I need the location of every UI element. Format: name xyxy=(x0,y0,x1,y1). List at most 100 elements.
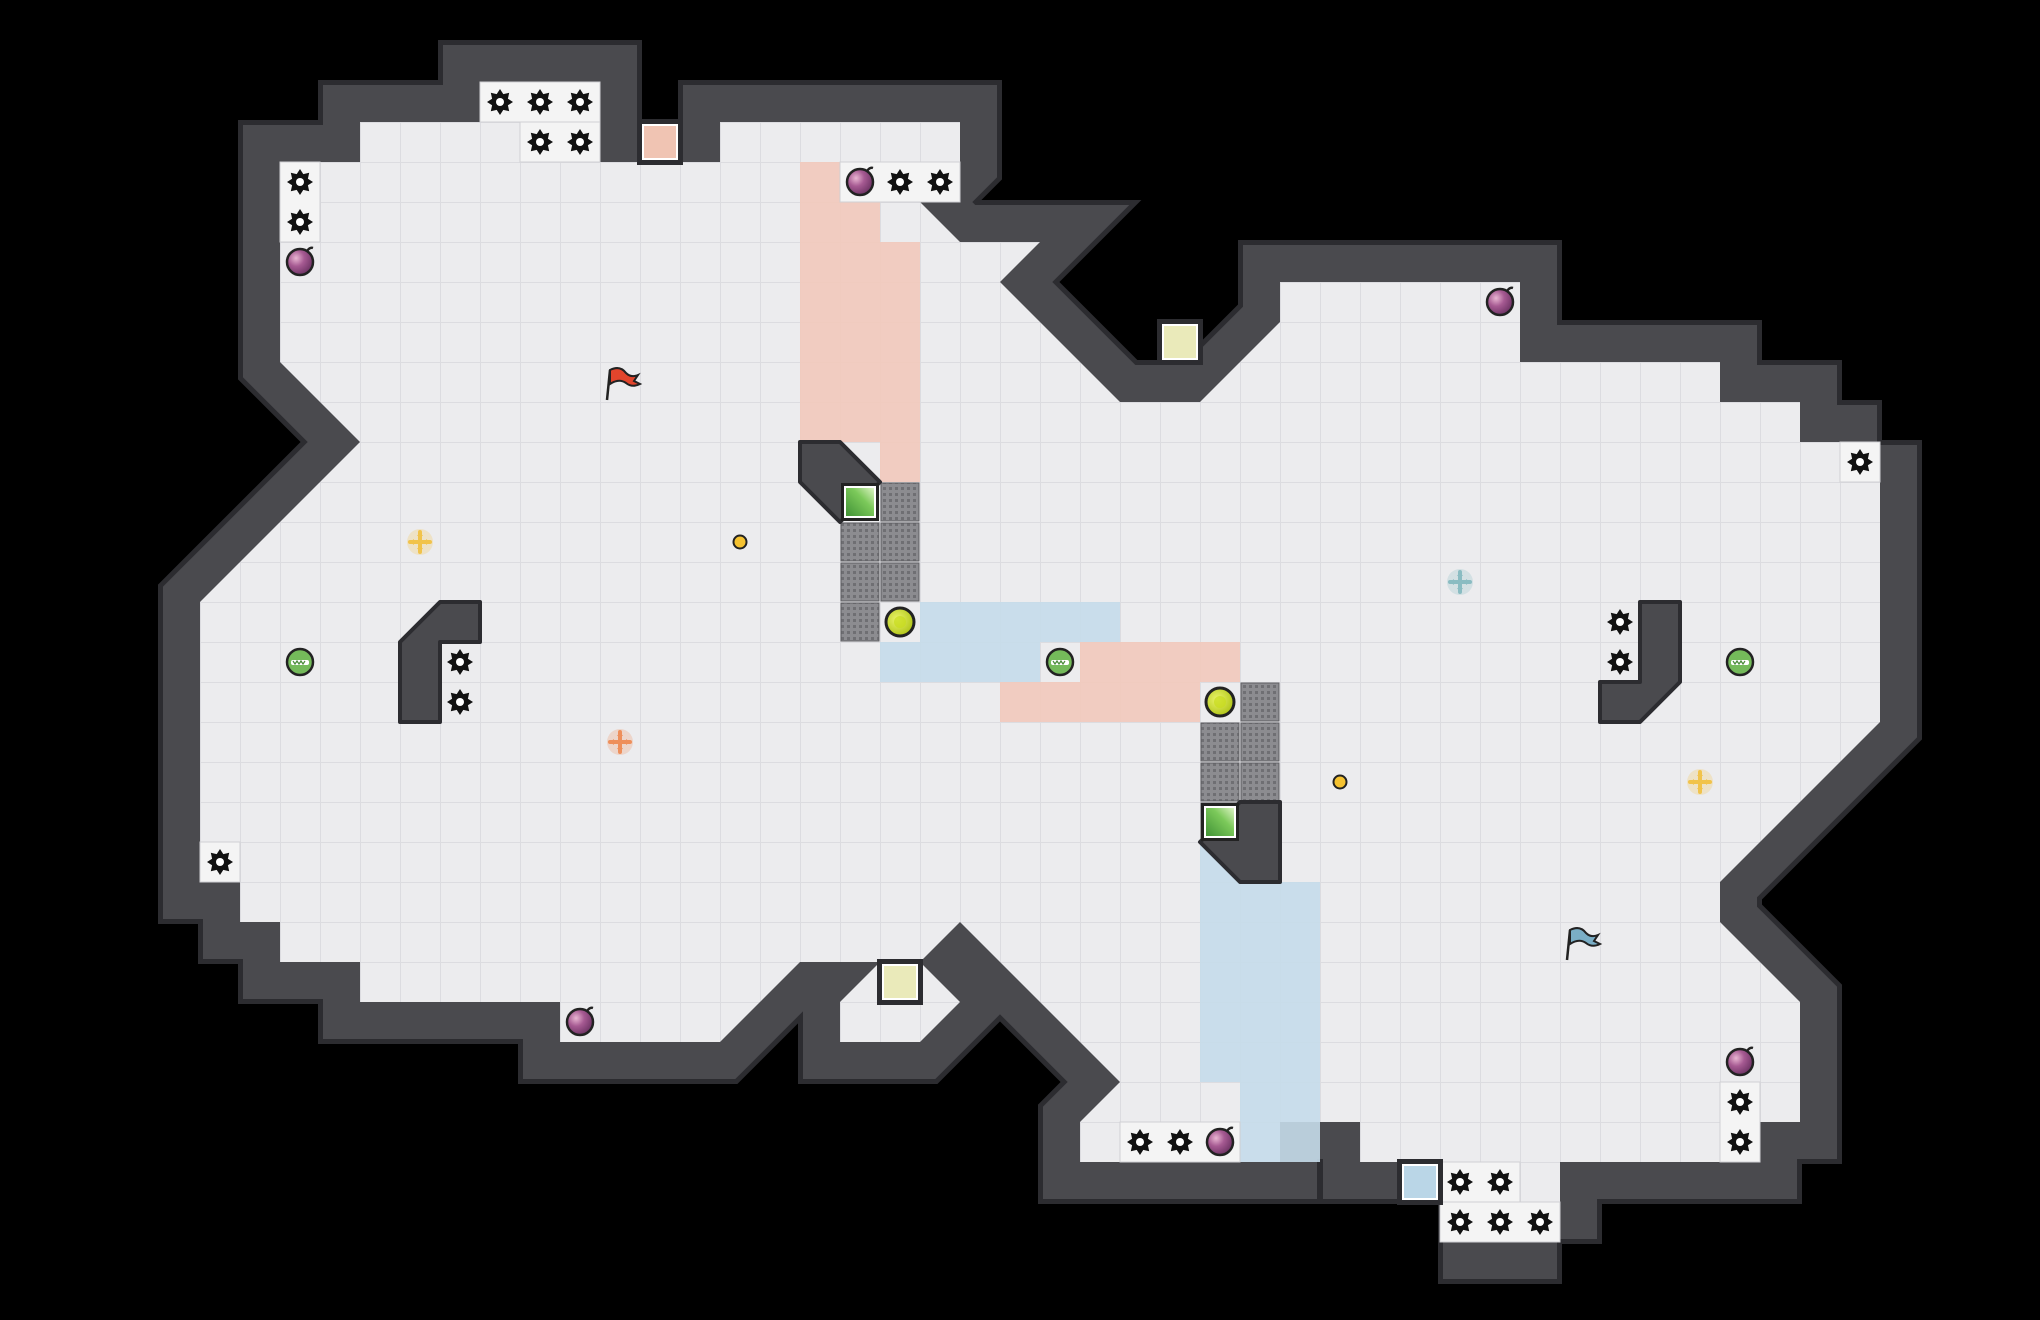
blue-zone-tile xyxy=(1280,1082,1320,1122)
blue-zone-tile xyxy=(960,602,1000,642)
powerup-zigzag xyxy=(1052,659,1066,666)
blue-zone-tile xyxy=(1240,1002,1280,1042)
blue-zone-tile xyxy=(920,602,960,642)
grate-tile xyxy=(1200,762,1240,802)
spike-icon xyxy=(1487,1209,1513,1235)
grate-tile xyxy=(840,522,880,562)
boost-icon xyxy=(884,606,916,638)
powerup-zigzag xyxy=(1732,659,1746,666)
red-zone-tile xyxy=(840,282,880,322)
gate-icon xyxy=(841,483,879,521)
red-zone-tile xyxy=(880,402,920,442)
bomb-body xyxy=(845,167,875,197)
spike-center xyxy=(1136,1138,1144,1146)
blue-zone-tile xyxy=(1200,1002,1240,1042)
spike-center xyxy=(296,218,304,226)
blue-zone-tile xyxy=(920,642,960,682)
token-icon xyxy=(1332,774,1348,790)
spike-center xyxy=(1736,1098,1744,1106)
spike-center xyxy=(1536,1218,1544,1226)
spike-icon xyxy=(1487,1169,1513,1195)
bomb-icon xyxy=(1205,1126,1235,1157)
blue-zone-tile xyxy=(1280,962,1320,1002)
token-icon xyxy=(732,534,748,550)
red-zone-tile xyxy=(1080,682,1120,722)
spike-center xyxy=(576,98,584,106)
object-layer xyxy=(207,89,1873,1235)
bomb-body xyxy=(565,1007,595,1037)
blue-zone-tile xyxy=(1240,1122,1280,1162)
spike-icon xyxy=(1607,649,1633,675)
spawn-tile-red xyxy=(642,124,678,160)
spike-icon xyxy=(887,169,913,195)
red-zone-tile xyxy=(800,402,840,442)
blue-zone-tile xyxy=(1280,922,1320,962)
bomb-body xyxy=(1485,287,1515,317)
grate-tile xyxy=(1240,722,1280,762)
blue-zone-tile xyxy=(1240,1042,1280,1082)
spawn-tile-yellow xyxy=(882,964,918,1000)
red-zone-tile xyxy=(840,242,880,282)
spike-icon xyxy=(447,689,473,715)
grate-tile xyxy=(840,602,880,642)
bomb-body xyxy=(1725,1047,1755,1077)
flag-icon-blue xyxy=(1565,927,1603,961)
powerup-icon xyxy=(285,647,315,677)
red-zone-tile xyxy=(1200,642,1240,682)
bomb-fuse xyxy=(1746,1046,1754,1052)
powerup-zigzag xyxy=(292,659,306,666)
red-zone-tile xyxy=(1040,682,1080,722)
spike-icon xyxy=(567,129,593,155)
blue-zone-tile xyxy=(1200,962,1240,1002)
red-zone-tile xyxy=(1080,642,1120,682)
red-zone-tile xyxy=(800,202,840,242)
bomb-icon xyxy=(845,166,875,197)
blue-zone-tile xyxy=(960,642,1000,682)
spike-icon xyxy=(207,849,233,875)
red-zone-tile xyxy=(880,242,920,282)
spike-icon xyxy=(1527,1209,1553,1235)
red-zone-tile xyxy=(1160,682,1200,722)
bomb-fuse xyxy=(586,1006,594,1012)
blue-zone-tile xyxy=(1240,922,1280,962)
blue-zone-tile xyxy=(1280,1042,1320,1082)
blue-zone-tile xyxy=(1000,602,1040,642)
blue-zone-tile xyxy=(1200,1042,1240,1082)
red-zone-tile xyxy=(800,242,840,282)
flag-icon-red xyxy=(605,367,643,401)
red-zone-tile xyxy=(840,362,880,402)
powerup-icon xyxy=(1045,647,1075,677)
flag-cloth xyxy=(1569,927,1603,947)
spike-center xyxy=(1456,1178,1464,1186)
spike-center xyxy=(1616,618,1624,626)
spike-center xyxy=(496,98,504,106)
spike-center xyxy=(1496,1178,1504,1186)
blue-zone-tile xyxy=(1240,882,1280,922)
gate-fill xyxy=(844,486,876,518)
boost-icon xyxy=(1204,686,1236,718)
grate-tile xyxy=(1240,762,1280,802)
spike-center xyxy=(1456,1218,1464,1226)
team-zone-layer xyxy=(199,81,1881,1243)
spike-icon xyxy=(1847,449,1873,475)
red-zone-tile xyxy=(840,402,880,442)
grate-tile xyxy=(880,522,920,562)
red-zone-tile xyxy=(1120,642,1160,682)
blue-zone-tile xyxy=(880,642,920,682)
blue-zone-tile xyxy=(1280,1122,1320,1162)
spike-icon xyxy=(1167,1129,1193,1155)
red-zone-tile xyxy=(880,322,920,362)
bomb-fuse xyxy=(1226,1126,1234,1132)
spike-center xyxy=(936,178,944,186)
spike-icon xyxy=(447,649,473,675)
red-zone-tile xyxy=(1000,682,1040,722)
bomb-fuse xyxy=(306,246,314,252)
spike-center xyxy=(576,138,584,146)
spawn-tile-blue xyxy=(1402,1164,1438,1200)
spike-center xyxy=(1496,1218,1504,1226)
red-zone-tile xyxy=(1160,642,1200,682)
spike-icon xyxy=(567,89,593,115)
wall-block xyxy=(398,600,482,724)
grate-tile xyxy=(1240,682,1280,722)
